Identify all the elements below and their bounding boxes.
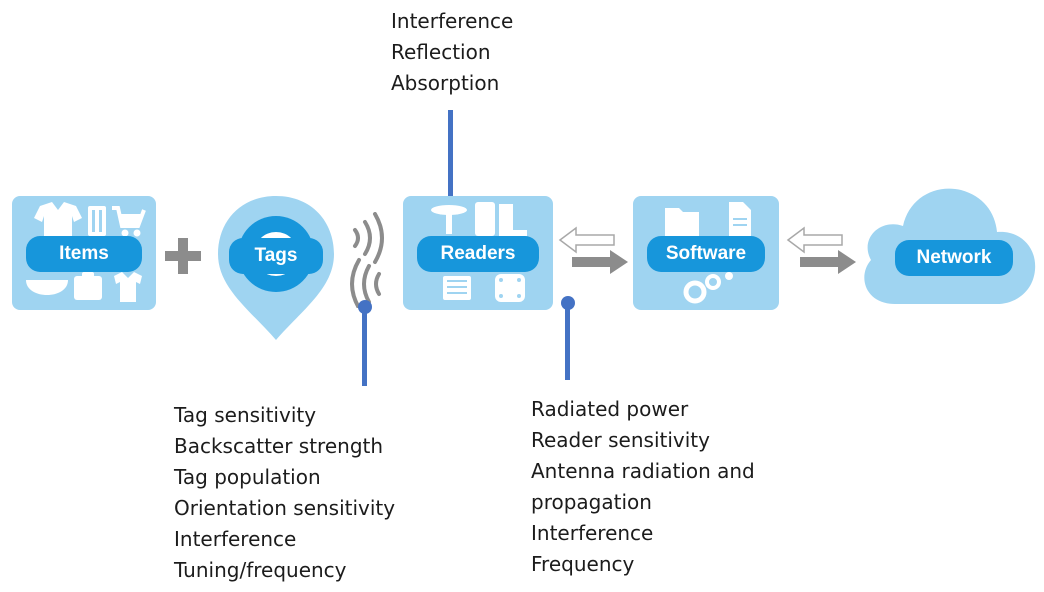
note-line: Interference bbox=[531, 521, 654, 545]
items-block: Items bbox=[12, 196, 156, 310]
bidirectional-arrow-icon bbox=[558, 226, 628, 274]
readers-block: Readers bbox=[403, 196, 553, 310]
note-line: Tag population bbox=[174, 465, 321, 489]
software-block: Software bbox=[633, 196, 779, 310]
network-label: Network bbox=[895, 240, 1013, 276]
wireless-signal-icon bbox=[350, 212, 384, 308]
reader-devices-icons bbox=[431, 202, 527, 302]
items-label: Items bbox=[26, 236, 142, 272]
readers-notes: Radiated power Reader sensitivity Antenn… bbox=[531, 394, 755, 580]
readers-bottom-connector bbox=[565, 302, 570, 380]
top-notes: Interference Reflection Absorption bbox=[391, 6, 513, 99]
items-icons bbox=[26, 202, 146, 302]
note-line: Antenna radiation and bbox=[531, 459, 755, 483]
software-label: Software bbox=[647, 236, 765, 272]
note-line: propagation bbox=[531, 490, 652, 514]
note-line: Radiated power bbox=[531, 397, 689, 421]
note-line: Tag sensitivity bbox=[174, 403, 317, 427]
readers-top-connector bbox=[448, 110, 453, 210]
note-line: Orientation sensitivity bbox=[174, 496, 396, 520]
tags-label: Tags bbox=[229, 238, 323, 274]
readers-label: Readers bbox=[417, 236, 539, 272]
note-line: Reader sensitivity bbox=[531, 428, 710, 452]
note-line: Interference bbox=[174, 527, 297, 551]
note-line: Frequency bbox=[531, 552, 635, 576]
plus-icon bbox=[165, 238, 201, 274]
note-line: Reflection bbox=[391, 40, 491, 64]
note-line: Backscatter strength bbox=[174, 434, 384, 458]
note-line: Tuning/frequency bbox=[174, 558, 347, 582]
software-icons bbox=[665, 202, 751, 304]
tags-block: Tags bbox=[212, 192, 340, 342]
network-block: Network bbox=[855, 176, 1039, 308]
bidirectional-arrow-icon bbox=[786, 226, 856, 274]
note-line: Absorption bbox=[391, 71, 500, 95]
tags-bottom-connector bbox=[362, 306, 367, 386]
note-line: Interference bbox=[391, 9, 514, 33]
tags-notes: Tag sensitivity Backscatter strength Tag… bbox=[174, 400, 395, 586]
